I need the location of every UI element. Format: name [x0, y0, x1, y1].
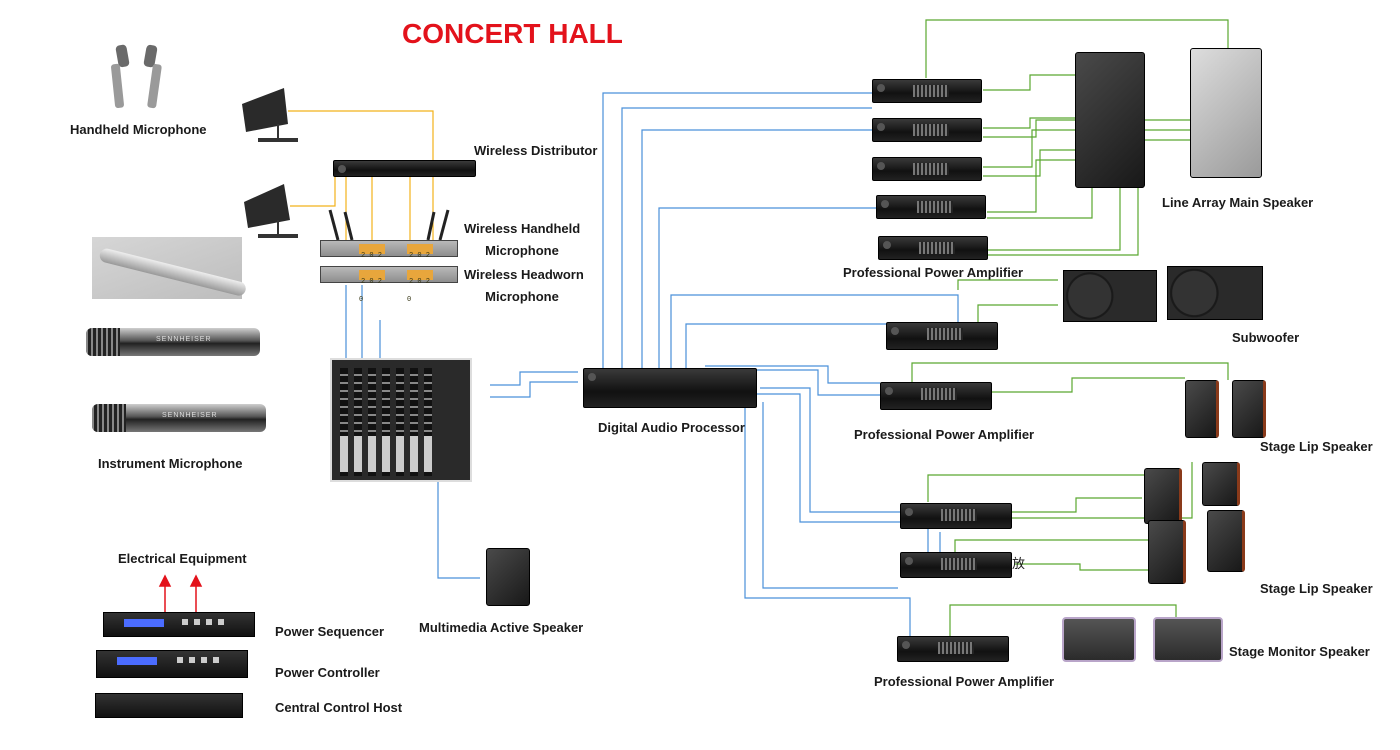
audio-mixer-device [330, 358, 472, 482]
button-icon [218, 619, 224, 625]
power-amplifier-device [872, 79, 982, 103]
stage-lip-speaker-1b [1232, 380, 1266, 438]
label-line: Microphone [485, 243, 559, 258]
stage-monitor-speaker-right [1153, 617, 1223, 662]
button-icon [206, 619, 212, 625]
mic-brand: SENNHEISER [156, 336, 212, 343]
stage-lip-speaker-1a [1185, 380, 1219, 438]
receiver-display: 2 0 2 0 [407, 270, 433, 304]
button-icon [182, 619, 188, 625]
wireless-headworn-receiver: 2 0 2 0 2 0 2 0 [320, 266, 458, 304]
wireless-antenna-wires [288, 110, 434, 240]
wireless-handheld-label: Wireless Handheld Microphone [464, 218, 580, 262]
subwoofer-label: Subwoofer [1232, 330, 1300, 345]
subwoofer-amplifier-device [886, 322, 998, 350]
stage-lip-amplifier-device-2 [900, 503, 1012, 529]
professional-power-amplifier-label-3: Professional Power Amplifier [874, 674, 1055, 689]
stage-lip-speaker-2b [1202, 462, 1240, 506]
stage-monitor-amplifier-device [897, 636, 1009, 662]
shotgun-mic-icon [98, 247, 248, 298]
stage-lip-speaker-2a [1144, 468, 1182, 524]
power-amplifier-device [872, 118, 982, 142]
receiver-display: 2 0 2 0 [407, 244, 433, 278]
handheld-microphone-icon [111, 44, 162, 109]
button-icon [194, 619, 200, 625]
stage-lip-speaker-2d [1207, 510, 1245, 572]
wireless-headworn-label: Wireless Headworn Microphone [464, 264, 584, 308]
multimedia-active-speaker-label: Multimedia Active Speaker [419, 620, 584, 635]
stage-monitor-speaker-label: Stage Monitor Speaker [1229, 644, 1370, 659]
display-icon [124, 619, 164, 627]
antenna-icon [242, 88, 298, 238]
display-icon [117, 657, 157, 665]
stray-character: 放 [1012, 556, 1026, 571]
page-title: CONCERT HALL [402, 18, 623, 49]
label-line: Microphone [485, 289, 559, 304]
label-line: Wireless Headworn [464, 267, 584, 282]
power-controller-device [96, 650, 248, 678]
instrument-microphone-photo [92, 237, 248, 299]
button-icon [213, 657, 219, 663]
stage-lip-amplifier-device [880, 382, 992, 410]
receiver-display: 2 0 2 0 [359, 244, 385, 278]
receiver-antenna-icon [328, 209, 450, 241]
stage-monitor-speaker-left [1062, 617, 1136, 662]
button-icon [177, 657, 183, 663]
line-array-main-speaker-left [1075, 52, 1145, 188]
label-line: Wireless Handheld [464, 221, 581, 236]
button-icon [201, 657, 207, 663]
power-controller-label: Power Controller [275, 665, 380, 680]
digital-audio-processor-label: Digital Audio Processor [598, 420, 745, 435]
power-amplifier-device [876, 195, 986, 219]
digital-audio-processor-device [583, 368, 757, 408]
handheld-microphone-label: Handheld Microphone [70, 122, 207, 137]
power-amplifier-device [872, 157, 982, 181]
professional-power-amplifier-label-2: Professional Power Amplifier [854, 427, 1035, 442]
wireless-distributor-label: Wireless Distributor [474, 143, 598, 158]
central-control-host-label: Central Control Host [275, 700, 403, 715]
stage-lip-speaker-2c [1148, 520, 1186, 584]
receiver-display: 2 0 2 0 [359, 270, 385, 304]
power-amplifier-device [878, 236, 988, 260]
professional-power-amplifier-label-1: Professional Power Amplifier [843, 265, 1024, 280]
instrument-microphone-2: SENNHEISER [92, 404, 266, 432]
stage-lip-speaker-label-1: Stage Lip Speaker [1260, 439, 1373, 454]
mic-brand: SENNHEISER [162, 412, 218, 419]
subwoofer-right [1167, 266, 1263, 320]
instrument-microphone-label: Instrument Microphone [98, 456, 243, 471]
stage-lip-speaker-label-2: Stage Lip Speaker [1260, 581, 1373, 596]
signal-wires [345, 92, 959, 640]
power-sequencer-device [103, 612, 255, 637]
wireless-distributor-device [333, 160, 476, 177]
mic-grille-icon [92, 404, 126, 432]
wireless-handheld-receiver: 2 0 2 0 2 0 2 0 [320, 240, 458, 278]
electrical-arrows [158, 574, 203, 612]
mic-grille-icon [86, 328, 120, 356]
subwoofer-left [1063, 270, 1157, 322]
instrument-microphone-1: SENNHEISER [86, 328, 260, 356]
button-icon [189, 657, 195, 663]
stage-lip-amplifier-device-3 [900, 552, 1012, 578]
line-array-main-speaker-right [1190, 48, 1262, 178]
power-sequencer-label: Power Sequencer [275, 624, 385, 639]
central-control-host-device [95, 693, 243, 718]
multimedia-active-speaker-device [486, 548, 530, 606]
line-array-main-speaker-label: Line Array Main Speaker [1162, 195, 1314, 210]
electrical-equipment-label: Electrical Equipment [118, 551, 247, 566]
